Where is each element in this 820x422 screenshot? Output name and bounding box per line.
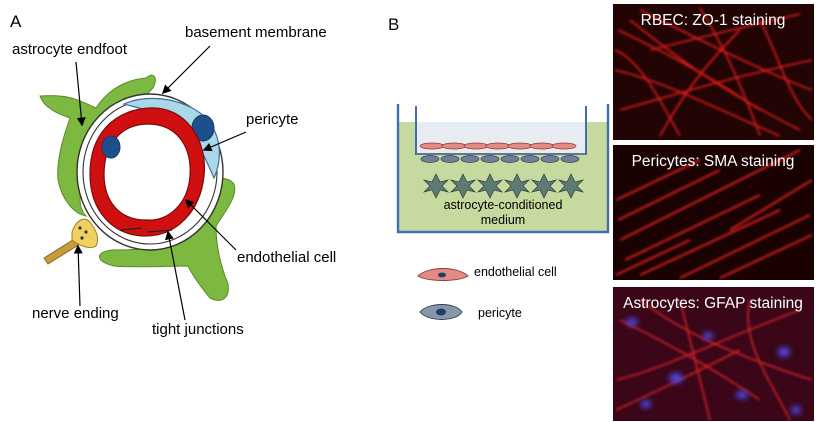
insert-pericyte-layer (420, 155, 580, 163)
legend-pericyte-label: pericyte (478, 306, 522, 320)
well-astrocyte-layer (422, 173, 585, 199)
legend-endothelial-cell: endothelial cell (417, 265, 557, 281)
tight-junction-marks (119, 227, 173, 233)
label-basement-membrane: basement membrane (185, 24, 327, 41)
panel-a-arrows (73, 45, 247, 321)
medium-label-line1: astrocyte-conditioned (444, 198, 563, 212)
micrograph-sma-caption: Pericytes: SMA staining (632, 153, 795, 170)
micrograph-zo1: RBEC: ZO-1 staining (613, 4, 814, 140)
panel-a-letter: A (10, 12, 22, 31)
legend-endothelial-label: endothelial cell (474, 265, 557, 279)
label-pericyte: pericyte (246, 111, 299, 128)
medium-label-line2: medium (481, 213, 525, 227)
micrograph-sma: Pericytes: SMA staining (613, 145, 814, 280)
panel-b-letter: B (388, 15, 399, 34)
micrograph-zo1-caption: RBEC: ZO-1 staining (641, 12, 786, 29)
legend-pericyte: pericyte (419, 304, 522, 320)
label-nerve-ending: nerve ending (32, 305, 119, 322)
culture-well[interactable] (396, 104, 610, 234)
label-endothelial-cell: endothelial cell (237, 249, 336, 266)
label-astrocyte-endfoot: astrocyte endfoot (12, 41, 128, 58)
panel-b: B (388, 15, 610, 320)
micrograph-gfap-caption: Astrocytes: GFAP staining (623, 295, 803, 312)
micrograph-gfap: Astrocytes: GFAP staining (613, 287, 814, 421)
nerve-ending-shape (43, 218, 99, 265)
panel-a: A astrocyte endfoot basement membrane pe… (10, 12, 336, 338)
label-tight-junctions: tight junctions (152, 321, 244, 338)
insert-endothelial-layer (419, 142, 577, 150)
endothelial-nucleus (101, 135, 121, 159)
